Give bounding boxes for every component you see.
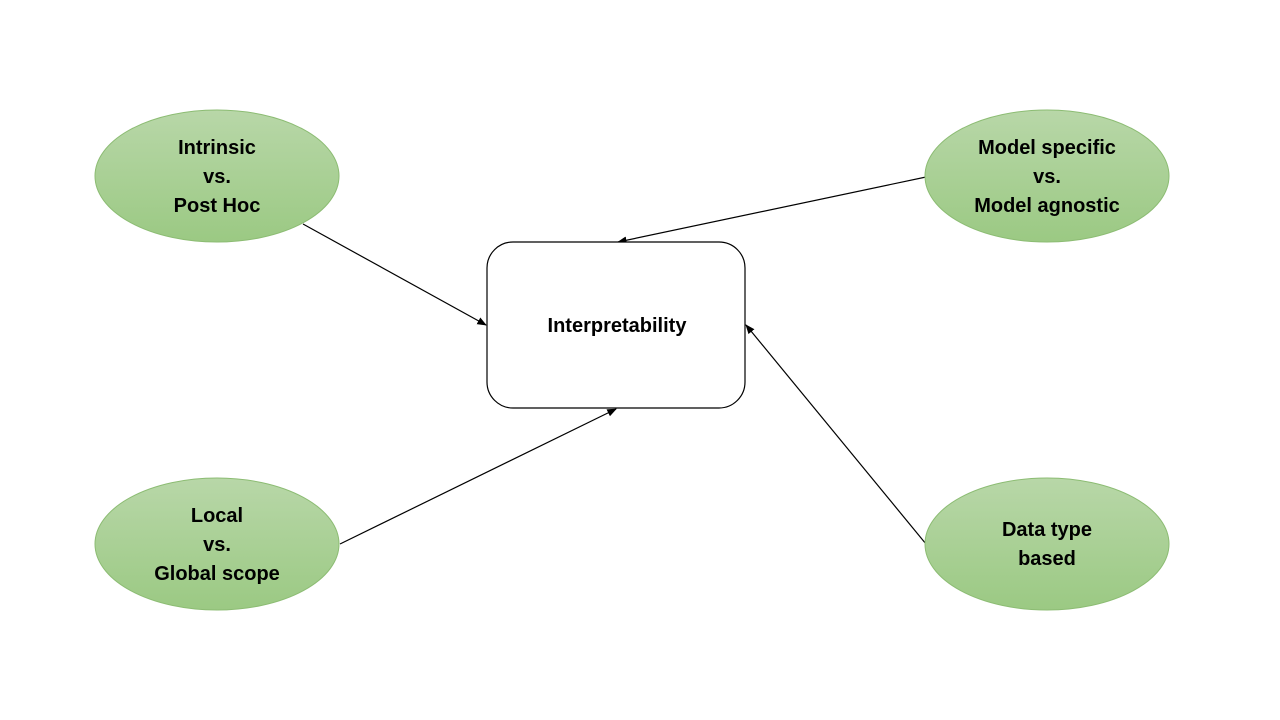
center-node-box [486,241,746,409]
node-label-line: Model specific [978,137,1116,159]
node-label-line: Local [191,505,243,527]
node-model-specific-vs-agnostic: Model specific vs. Model agnostic [924,109,1170,243]
node-label-line: vs. [203,166,231,188]
node-ellipse [94,109,340,243]
center-node-interpretability: Interpretability [486,241,746,409]
node-intrinsic-vs-post-hoc: Intrinsic vs. Post Hoc [94,109,340,243]
edge-local-to-interpretability [339,408,617,545]
node-label-line: Post Hoc [174,195,261,217]
node-label-line: vs. [203,534,231,556]
node-ellipse [924,109,1170,243]
node-label-line: Intrinsic [178,137,256,159]
node-label-line: Data type [1002,519,1092,541]
node-label-line: based [1018,548,1076,570]
center-node-label: Interpretability [548,315,688,337]
edge-data-type-to-interpretability [745,324,927,545]
edge-model-specific-to-interpretability [617,176,927,244]
node-ellipse [924,477,1170,611]
node-label-line: Model agnostic [974,195,1120,217]
node-label-line: Global scope [154,563,280,585]
node-label-line: vs. [1033,166,1061,188]
node-local-vs-global-scope: Local vs. Global scope [94,477,340,611]
edge-intrinsic-to-interpretability [302,223,487,326]
node-data-type-based: Data type based [924,477,1170,611]
node-ellipse [94,477,340,611]
